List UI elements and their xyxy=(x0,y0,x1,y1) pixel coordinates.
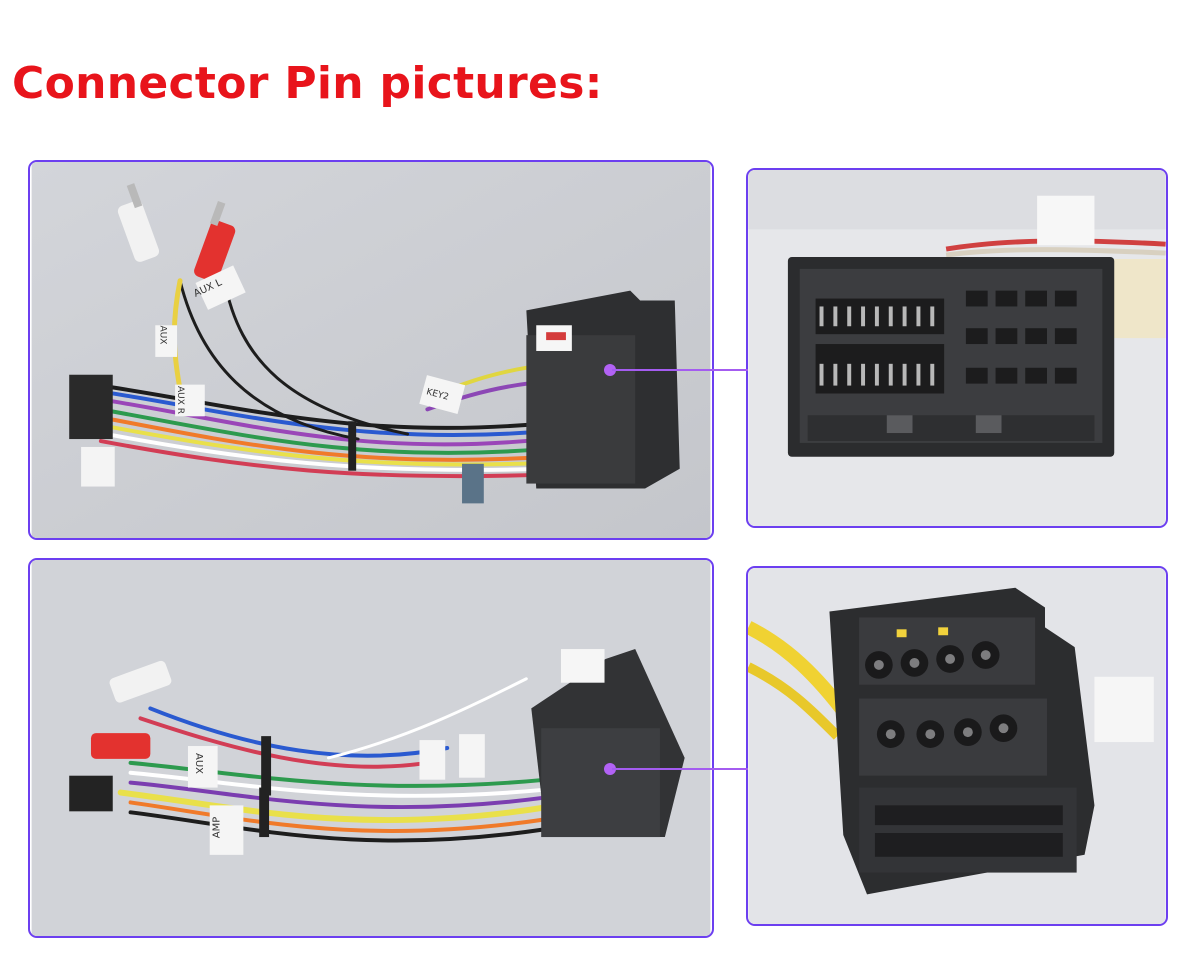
page-title: Connector Pin pictures: xyxy=(12,58,603,109)
harness-photo-quadlock-graphic xyxy=(31,162,711,538)
harness-photo-quadlock xyxy=(28,160,714,540)
harness-photo-iso xyxy=(28,558,714,938)
label-aux-bottom: AUX xyxy=(193,752,205,775)
quadlock-pin-closeup-graphic xyxy=(748,170,1166,526)
iso-pin-closeup-graphic xyxy=(748,568,1166,924)
pointer-dot-top xyxy=(604,364,616,376)
label-aux-r: AUX R xyxy=(175,385,186,415)
label-aux: AUX xyxy=(157,325,168,345)
harness-photo-iso-graphic xyxy=(31,560,711,936)
pointer-line-top xyxy=(612,369,748,371)
pointer-dot-bottom xyxy=(604,763,616,775)
label-amp: AMP xyxy=(211,816,223,839)
pointer-line-bottom xyxy=(612,768,748,770)
quadlock-pin-closeup xyxy=(746,168,1168,528)
iso-pin-closeup xyxy=(746,566,1168,926)
